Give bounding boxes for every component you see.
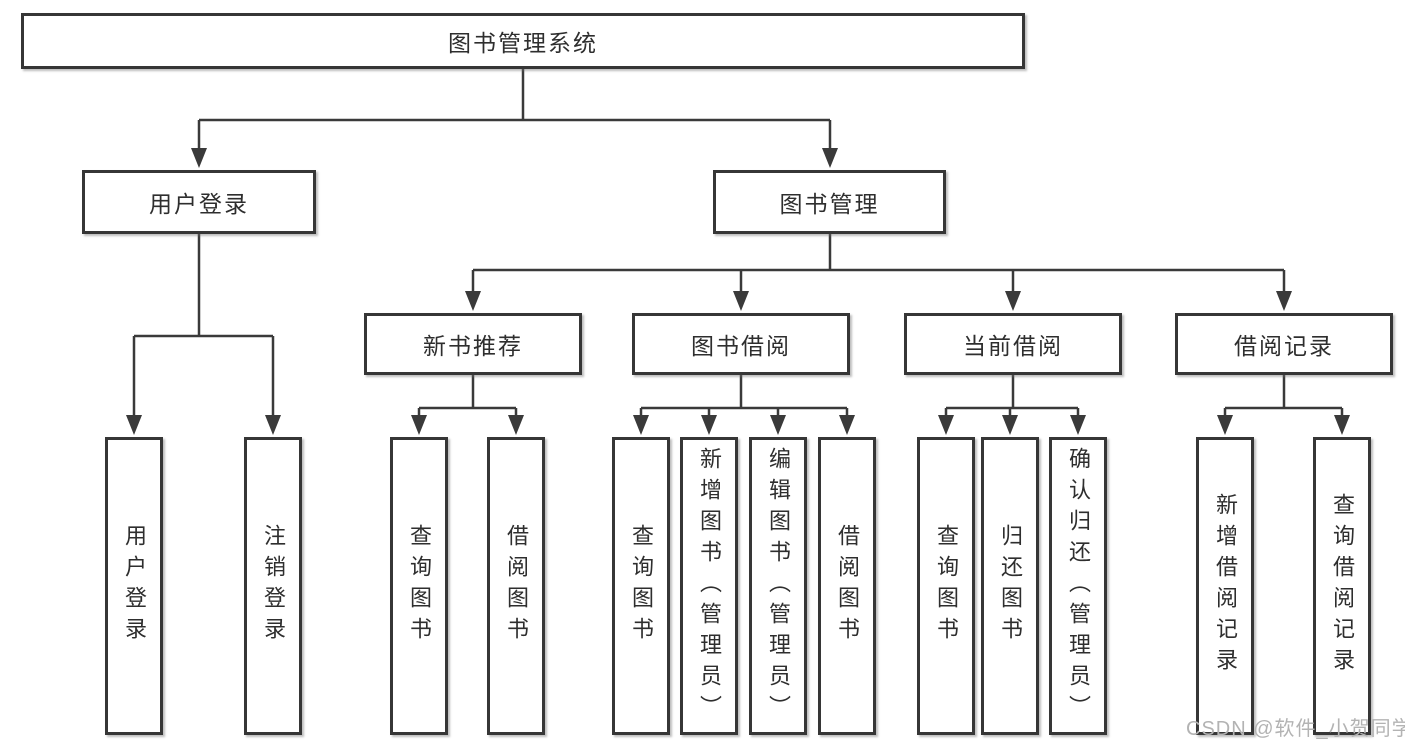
leaf-borrowing-edit-books-admin-label: 编辑图书（管理员） (766, 446, 791, 726)
leaf-current-confirm-return-admin: 确认归还（管理员） (1049, 437, 1107, 735)
leaf-borrowing-add-books-admin-label: 新增图书（管理员） (697, 446, 722, 726)
leaf-newbooks-query-books-label: 查询图书 (407, 524, 432, 648)
node-book-borrowing: 图书借阅 (632, 313, 850, 375)
leaf-logout-label: 注销登录 (261, 524, 286, 648)
leaf-current-return-books-label: 归还图书 (998, 524, 1023, 648)
leaf-logout: 注销登录 (244, 437, 302, 735)
leaf-current-query-books-label: 查询图书 (934, 524, 959, 648)
leaf-borrowing-query-books-label: 查询图书 (629, 524, 654, 648)
leaf-records-add-record: 新增借阅记录 (1196, 437, 1254, 735)
leaf-current-return-books: 归还图书 (981, 437, 1039, 735)
leaf-user-login: 用户登录 (105, 437, 163, 735)
node-current-borrowing: 当前借阅 (904, 313, 1122, 375)
leaf-newbooks-borrow-books: 借阅图书 (487, 437, 545, 735)
leaf-newbooks-borrow-books-label: 借阅图书 (504, 524, 529, 648)
node-borrowing-records: 借阅记录 (1175, 313, 1393, 375)
leaf-borrowing-borrow-books-label: 借阅图书 (835, 524, 860, 648)
leaf-borrowing-add-books-admin: 新增图书（管理员） (680, 437, 738, 735)
leaf-records-query-record: 查询借阅记录 (1313, 437, 1371, 735)
leaf-borrowing-borrow-books: 借阅图书 (818, 437, 876, 735)
leaf-user-login-label: 用户登录 (122, 524, 147, 648)
leaf-current-confirm-return-admin-label: 确认归还（管理员） (1066, 446, 1091, 726)
leaf-current-query-books: 查询图书 (917, 437, 975, 735)
node-user-login: 用户登录 (82, 170, 316, 234)
node-root-library-system: 图书管理系统 (21, 13, 1025, 69)
leaf-records-add-record-label: 新增借阅记录 (1213, 493, 1238, 679)
leaf-borrowing-edit-books-admin: 编辑图书（管理员） (749, 437, 807, 735)
leaf-newbooks-query-books: 查询图书 (390, 437, 448, 735)
node-new-book-recommend: 新书推荐 (364, 313, 582, 375)
node-book-management: 图书管理 (713, 170, 946, 234)
csdn-watermark: CSDN @软件_小贺同学 (1186, 718, 1405, 740)
leaf-borrowing-query-books: 查询图书 (612, 437, 670, 735)
leaf-records-query-record-label: 查询借阅记录 (1330, 493, 1355, 679)
